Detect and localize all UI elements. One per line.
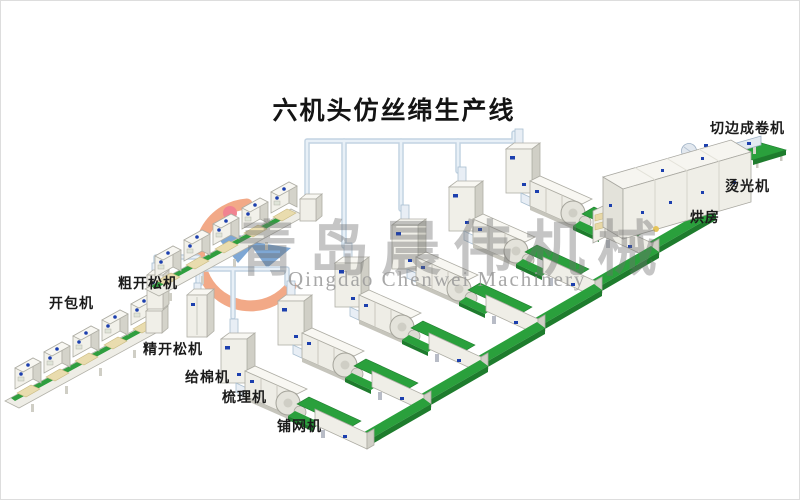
fine-opening-machine: [185, 282, 216, 338]
label-edge-trimming-winder: 切边成卷机: [710, 120, 785, 136]
label-glazing-machine: 烫光机: [725, 178, 770, 194]
label-web-laying-machine: 铺网机: [277, 418, 322, 434]
label-drying-room: 烘房: [690, 209, 720, 225]
label-bale-opener: 开包机: [49, 295, 94, 311]
bale-opener-row-back: [144, 181, 324, 301]
label-coarse-opener: 粗开松机: [118, 275, 178, 291]
label-carding-machine: 梳理机: [222, 389, 267, 405]
label-fine-opener: 精开松机: [143, 341, 203, 357]
bale-opener-row-front: [4, 293, 170, 412]
page-title: 六机头仿丝绵生产线: [272, 97, 516, 125]
label-cotton-feeder: 给棉机: [185, 369, 230, 385]
drying-room: [592, 139, 752, 244]
